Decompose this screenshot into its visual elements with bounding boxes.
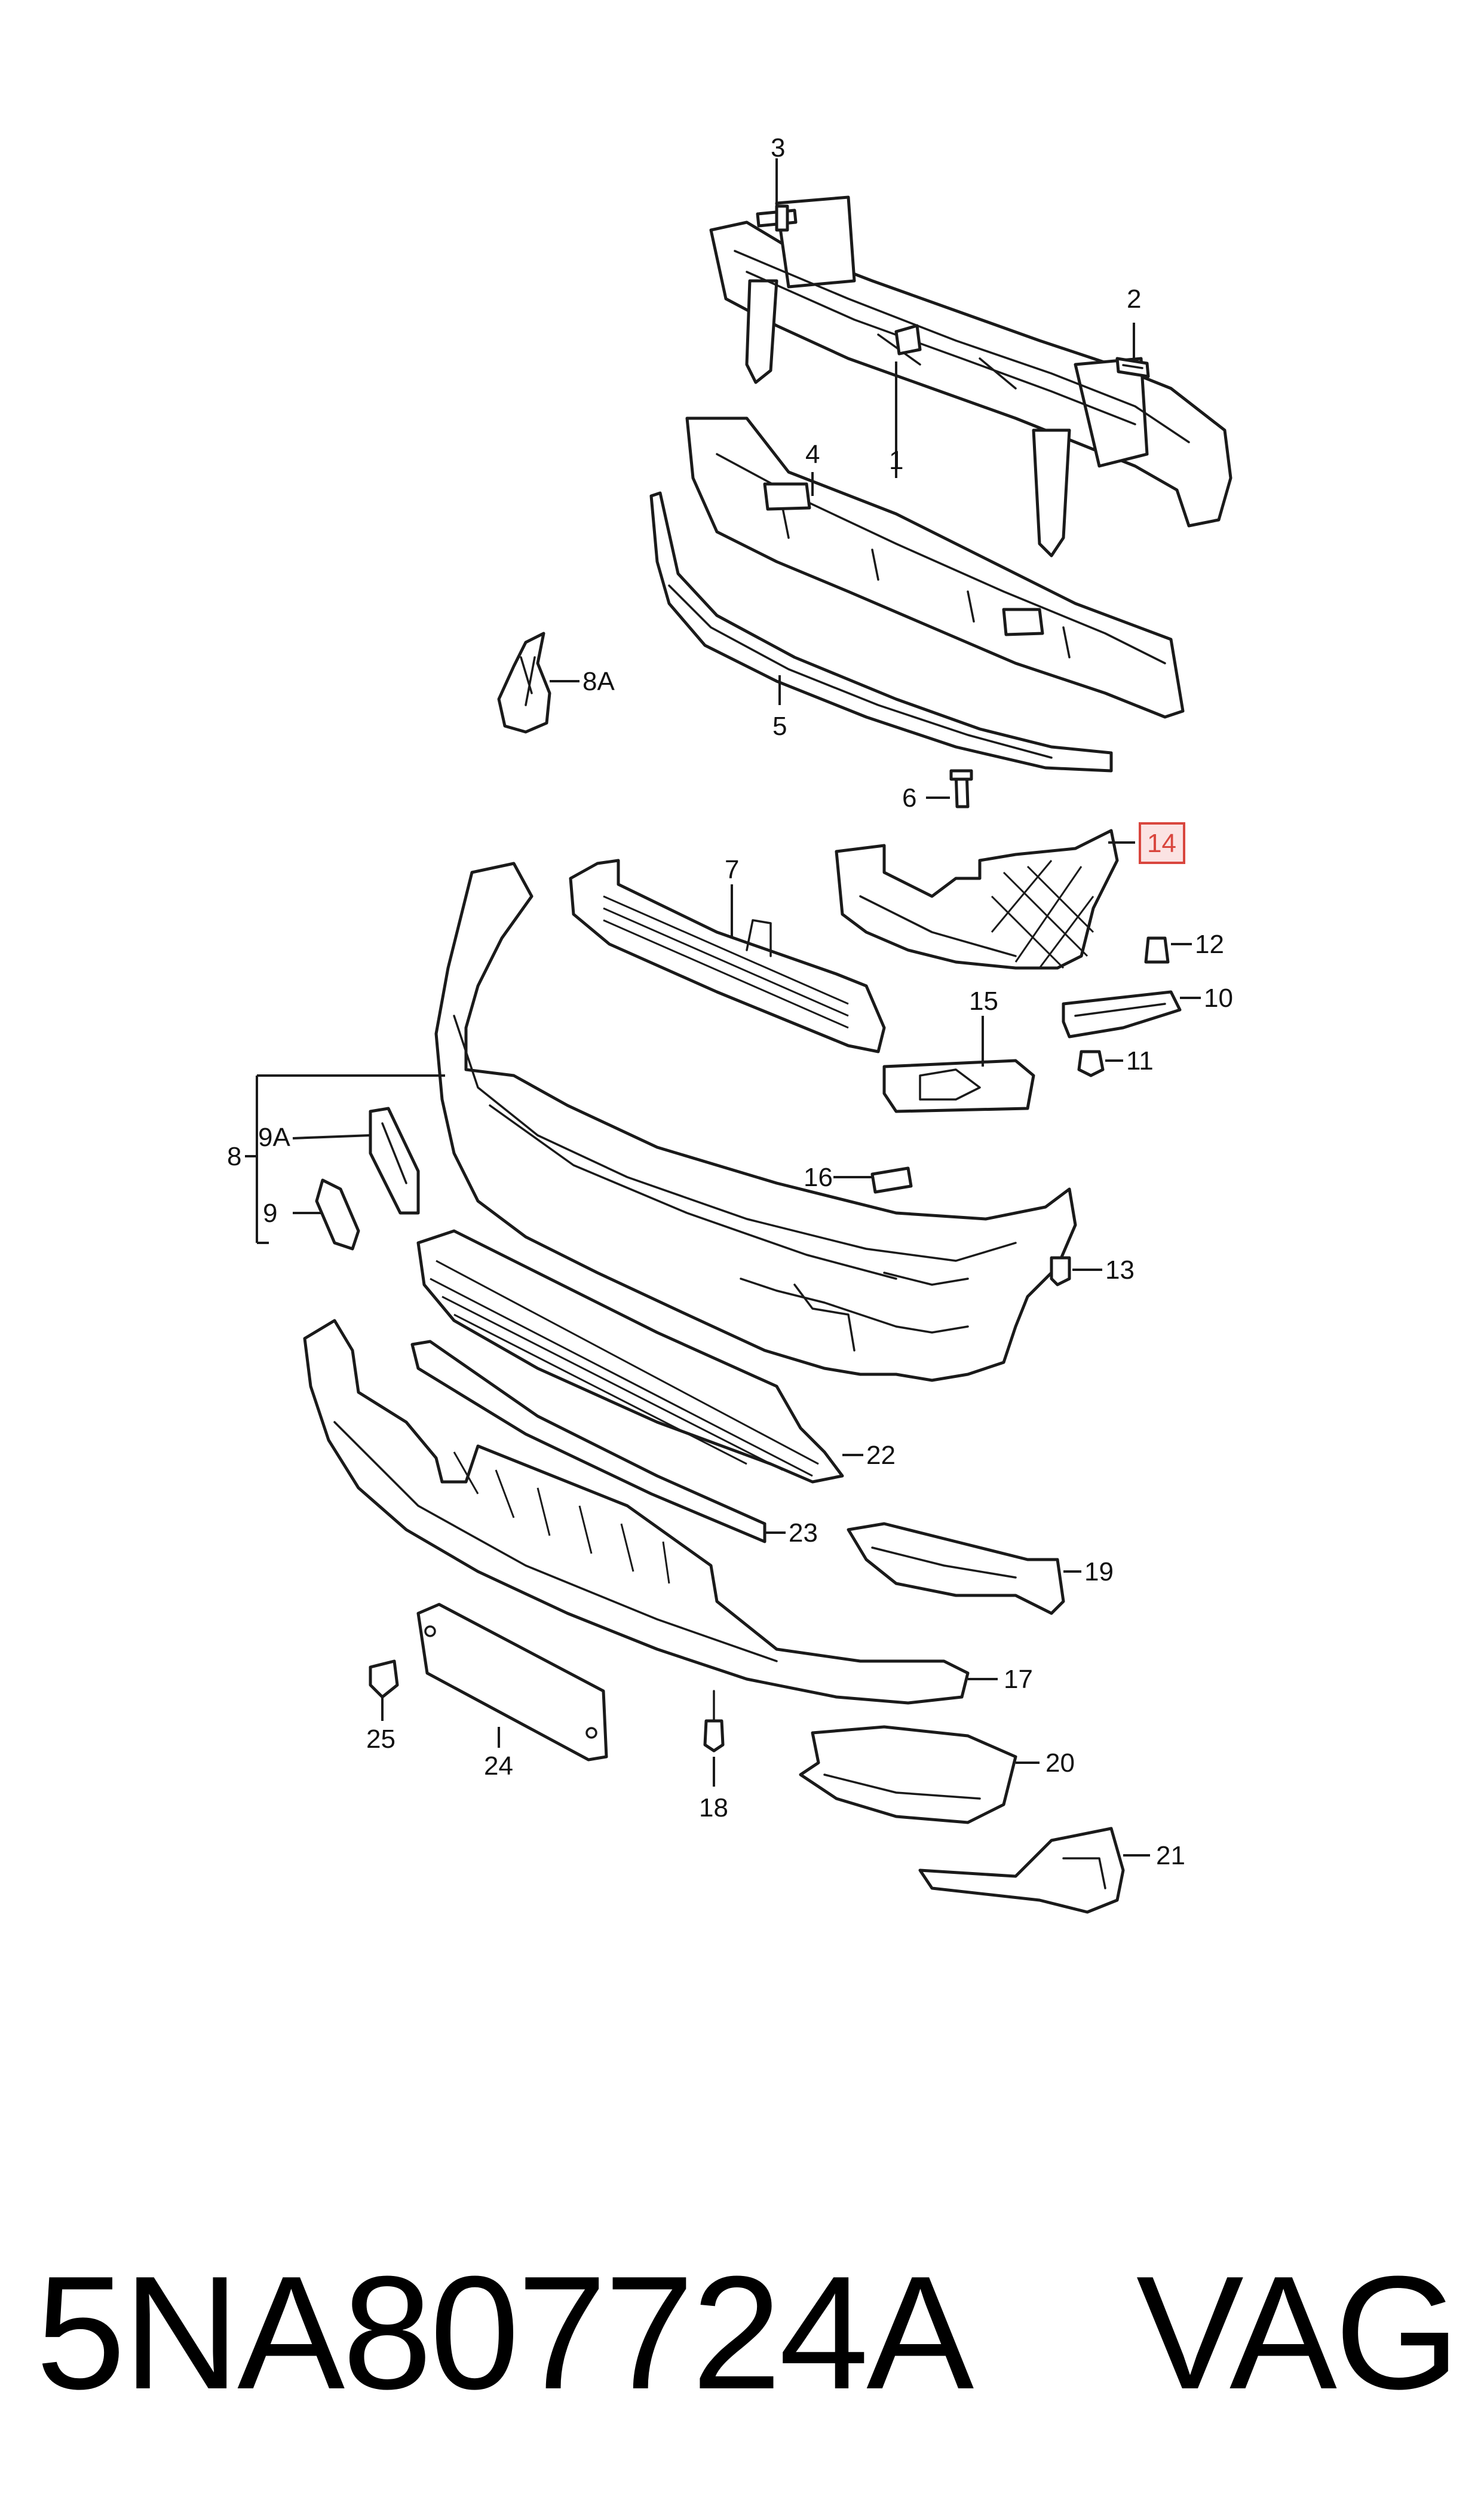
callout-23: 23 — [789, 1518, 818, 1548]
screw-13-part — [1050, 1256, 1071, 1286]
callout-17: 17 — [1004, 1665, 1033, 1694]
callout-19: 19 — [1084, 1557, 1114, 1586]
callout-9: 9 — [263, 1199, 277, 1228]
callout-12: 12 — [1195, 930, 1224, 959]
callout-4: 4 — [805, 440, 820, 469]
nut-11-part — [1077, 1050, 1105, 1077]
bumper-cover-part — [434, 862, 1077, 1382]
group-8-bracket — [245, 1074, 445, 1244]
callout-13: 13 — [1105, 1255, 1135, 1285]
cross-member-part — [709, 195, 1232, 557]
callout-3: 3 — [771, 133, 785, 163]
callout-20: 20 — [1045, 1748, 1075, 1778]
callout-24: 24 — [484, 1751, 513, 1781]
leader-lines — [292, 158, 1201, 1857]
callout-22: 22 — [866, 1441, 896, 1470]
screw-2-part — [1115, 357, 1150, 378]
cover-9-part — [315, 1178, 360, 1251]
callout-7: 7 — [725, 855, 739, 884]
part-footer: 5NA807724A VAG — [36, 2235, 1460, 2432]
callout-6: 6 — [902, 783, 916, 813]
callout-14-highlight[interactable]: 14 — [1139, 822, 1185, 864]
plate-holder-24-part — [416, 1603, 608, 1762]
insert-9a-part — [369, 1107, 420, 1215]
clip-25-part — [369, 1659, 399, 1699]
screw-3-part — [756, 204, 798, 232]
frame-19-part — [847, 1522, 1065, 1615]
callout-8a: 8A — [582, 667, 615, 696]
callout-15: 15 — [969, 987, 998, 1016]
screw-18-part — [703, 1690, 725, 1753]
trim-20-part — [799, 1725, 1017, 1824]
callout-9a: 9A — [258, 1123, 290, 1152]
callout-18: 18 — [699, 1793, 728, 1822]
cover-16-part — [870, 1166, 913, 1194]
screw-6-part — [949, 769, 973, 808]
guide-15-part — [882, 1059, 1035, 1113]
callout-14-box — [1139, 822, 1185, 864]
callout-11: 11 — [1126, 1046, 1154, 1076]
callout-8: 8 — [227, 1142, 241, 1171]
callout-1: 1 — [889, 446, 903, 475]
callout-16: 16 — [804, 1163, 833, 1192]
callout-21: 21 — [1156, 1841, 1185, 1870]
callout-2: 2 — [1127, 284, 1141, 314]
bumper-strip-part — [649, 491, 1113, 773]
grille-22-part — [416, 1229, 844, 1484]
callout-5: 5 — [772, 712, 787, 741]
brand-label: VAG — [1136, 2243, 1460, 2423]
callout-14: 14 — [1147, 829, 1176, 858]
cap-8a-part — [497, 632, 551, 734]
callout-10: 10 — [1204, 984, 1233, 1013]
lower-bumper-17-part — [303, 1319, 970, 1705]
clip-12-part — [1144, 936, 1170, 964]
callout-25: 25 — [366, 1724, 395, 1754]
bracket-14-part — [835, 829, 1119, 970]
bracket-10-part — [1062, 990, 1182, 1039]
air-duct-part — [569, 859, 886, 1053]
part-number: 5NA807724A — [36, 2243, 974, 2423]
energy-absorber-part — [685, 416, 1185, 719]
trim-21-part — [918, 1827, 1125, 1914]
